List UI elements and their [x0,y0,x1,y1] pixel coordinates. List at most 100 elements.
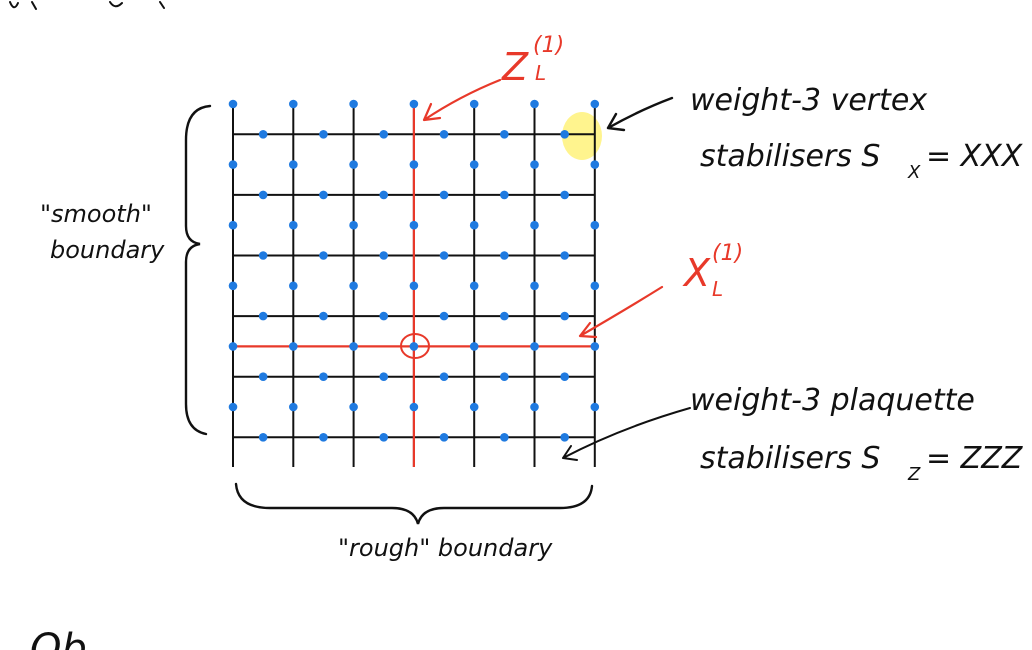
qubit-dot [349,160,358,169]
qubit-dot [258,251,268,260]
vertex-stabilizer-arrow [606,96,674,132]
xl-label: X [682,251,711,295]
qubit-dot [560,190,569,200]
qubit-dot [349,402,358,412]
vertex-stabilizer-line2: stabilisers S [700,139,880,174]
qubit-dot [439,251,449,260]
qubit-dot [530,281,539,291]
qubit-dot [319,433,328,442]
qubit-dot [530,99,539,109]
qubit-dot [319,372,328,382]
qubit-dot [409,99,419,109]
cropped-ink-top [9,1,165,10]
plaquette-stabilizer-arrow [562,407,691,461]
qubit-dot [379,190,389,200]
smooth-boundary-brace [184,104,212,436]
qubit-dot [409,342,419,351]
qubit-dot [500,190,509,200]
qubit-dot [500,130,509,139]
qubit-dot [258,130,268,139]
plaquette-stabilizer-line1: weight-3 plaquette [690,383,975,418]
qubit-dot [409,281,419,291]
qubit-dot [469,220,479,230]
qubit-dot [409,220,419,230]
lattice-grid [228,99,600,467]
qubit-dot [560,130,569,139]
xl-arrow [578,285,664,339]
qubit-dot [590,402,600,412]
qubit-dot [530,402,539,412]
qubit-dot [530,160,539,169]
qubit-dot [258,372,268,382]
rough-boundary-brace [234,482,594,525]
qubit-dot [469,402,479,412]
qubit-dot [349,99,358,109]
plaquette-stabilizer-subscript: Z [907,464,921,485]
qubit-dot [319,190,328,200]
qubit-dot [289,99,298,109]
qubit-dot [409,402,419,412]
qubit-dot [319,130,328,139]
bottom-cropped-text: Ob [30,626,87,650]
circled-qubit [400,333,430,359]
qubit-dot [530,342,539,351]
qubit-dot [469,160,479,169]
qubit-dot [379,433,389,442]
xl-superscript: (1) [712,241,743,266]
qubit-dot [228,99,238,109]
qubit-dot [258,190,268,200]
qubit-dot [590,281,600,291]
qubit-dot [379,251,389,260]
qubit-dot [349,220,358,230]
qubit-dot [379,130,389,139]
qubit-dot [319,251,328,260]
qubit-dot [228,402,238,412]
zl-label: Z [501,45,529,89]
qubit-dot [349,342,358,351]
plaquette-stabilizer-equation: = ZZZ [926,441,1024,476]
qubit-dot [379,311,389,321]
xl-subscript: L [712,277,723,301]
highlighted-vertex-stabilizer [562,112,602,160]
qubit-dot [289,220,298,230]
zl-subscript: L [535,61,546,85]
qubit-dot [500,372,509,382]
qubit-dot [590,160,600,169]
qubit-dot [289,160,298,169]
qubit-dot [500,311,509,321]
vertex-stabilizer-line1: weight-3 vertex [690,83,927,118]
qubit-dot [439,190,449,200]
qubit-dot [530,220,539,230]
qubit-dot [590,342,600,351]
qubit-dot [289,402,298,412]
plaquette-stabilizer-line2: stabilisers S [700,441,880,476]
smooth-boundary-label-line1: "smooth" [40,200,152,228]
rough-boundary-label: "rough" boundary [338,534,553,562]
qubit-dot [228,281,238,291]
smooth-boundary-label-line2: boundary [50,236,165,264]
qubit-dot [319,311,328,321]
qubit-dot [409,160,419,169]
qubit-dot [439,433,449,442]
qubit-dot [289,281,298,291]
qubit-dot [590,220,600,230]
vertex-stabilizer-subscript: X [907,162,921,183]
qubit-dot [560,372,569,382]
qubit-dot [469,342,479,351]
qubit-dot [439,311,449,321]
vertex-stabilizer-equation: = XXX [926,139,1024,174]
qubit-dot [469,99,479,109]
qubit-dot [349,281,358,291]
qubit-dot [228,220,238,230]
qubit-dot [439,130,449,139]
qubit-dot [439,372,449,382]
qubit-dot [289,342,298,351]
qubit-dot [560,433,569,442]
qubit-dot [228,342,238,351]
zl-superscript: (1) [533,33,564,58]
qubit-dot [379,372,389,382]
qubit-dot [469,281,479,291]
qubit-dot [500,433,509,442]
qubit-dot [560,311,569,321]
